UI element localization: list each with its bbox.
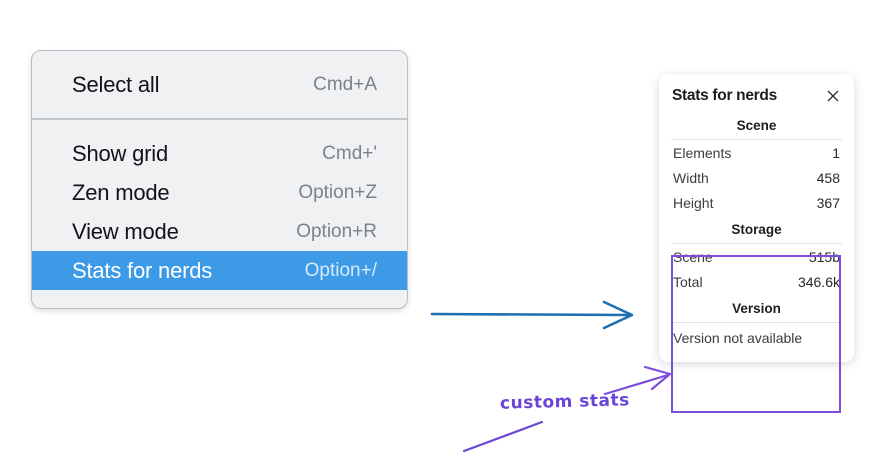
blue-arrow xyxy=(430,300,634,330)
context-menu[interactable]: Select all Cmd+A Show grid Cmd+' Zen mod… xyxy=(31,50,408,309)
menu-item-select-all[interactable]: Select all Cmd+A xyxy=(32,65,407,104)
stats-panel-header: Stats for nerds xyxy=(671,84,842,111)
menu-item-label: Zen mode xyxy=(72,179,170,205)
close-icon[interactable] xyxy=(825,88,841,104)
menu-item-show-grid[interactable]: Show grid Cmd+' xyxy=(32,134,407,173)
section-heading-version: Version xyxy=(732,301,781,316)
menu-item-shortcut: Option+Z xyxy=(298,181,377,203)
divider xyxy=(671,322,842,323)
version-note: Version not available xyxy=(673,330,803,346)
stats-for-nerds-panel[interactable]: Stats for nerds Scene Elements 1 Width 4… xyxy=(659,74,854,362)
menu-item-label: View mode xyxy=(72,218,179,244)
section-heading-storage: Storage xyxy=(731,222,782,237)
stat-label: Elements xyxy=(673,145,732,161)
stat-row: Total 346.6k xyxy=(671,269,842,294)
menu-section-primary: Select all Cmd+A xyxy=(32,51,407,120)
stats-panel-title: Stats for nerds xyxy=(672,87,777,104)
stat-row: Elements 1 xyxy=(671,140,842,165)
menu-item-shortcut: Option+/ xyxy=(304,259,377,281)
stat-label: Total xyxy=(673,274,703,290)
menu-item-label: Select all xyxy=(72,71,160,97)
stat-value: 515b xyxy=(808,249,840,265)
menu-item-zen-mode[interactable]: Zen mode Option+Z xyxy=(32,173,407,212)
menu-item-stats-for-nerds[interactable]: Stats for nerds Option+/ xyxy=(32,251,407,290)
menu-section-secondary: Show grid Cmd+' Zen mode Option+Z View m… xyxy=(32,120,407,308)
menu-item-shortcut: Option+R xyxy=(296,220,377,242)
menu-item-shortcut: Cmd+A xyxy=(313,73,377,95)
menu-item-shortcut: Cmd+' xyxy=(322,142,377,164)
stat-value: 458 xyxy=(816,170,840,186)
stat-value: 346.6k xyxy=(797,274,840,290)
section-heading-scene: Scene xyxy=(736,118,777,133)
stat-row: Scene 515b xyxy=(671,244,842,269)
menu-item-label: Show grid xyxy=(72,140,169,166)
stat-value: 367 xyxy=(816,195,840,211)
menu-bottom-padding xyxy=(32,290,407,308)
menu-item-label: Stats for nerds xyxy=(72,257,213,283)
custom-stats-annotation-label: custom stats xyxy=(499,390,630,414)
stat-label: Width xyxy=(673,170,709,186)
stat-label: Height xyxy=(673,195,714,211)
divider xyxy=(671,139,842,140)
stat-value: 1 xyxy=(832,145,840,161)
divider xyxy=(671,243,842,244)
purple-arrow xyxy=(603,365,672,396)
purple-tail-stroke xyxy=(462,420,544,453)
stat-row: Height 367 xyxy=(671,190,842,215)
stat-label: Scene xyxy=(673,249,713,265)
stat-row: Width 458 xyxy=(671,165,842,190)
menu-item-view-mode[interactable]: View mode Option+R xyxy=(32,212,407,251)
